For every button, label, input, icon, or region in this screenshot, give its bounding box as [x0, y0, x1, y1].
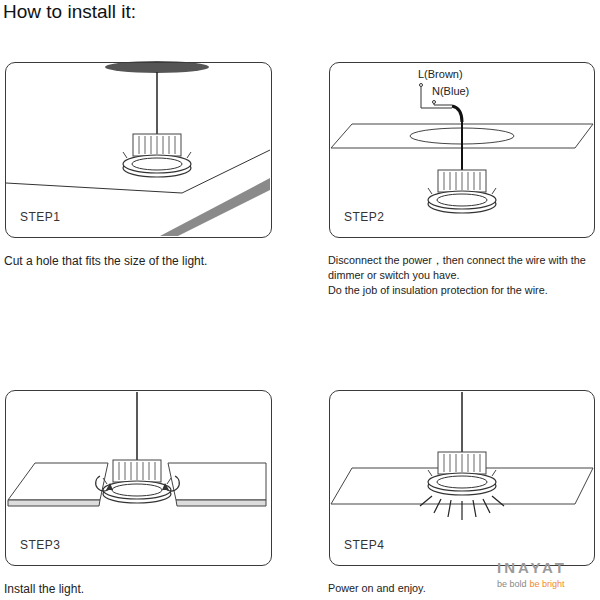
caption-block: Cut a hole that fits the size of the lig… [4, 253, 278, 270]
wire-label: L(Brown) [418, 68, 463, 80]
logo-text: INAYAT [497, 559, 567, 576]
step-panel: STEP3Install the light. [5, 390, 272, 566]
step-caption: Disconnect the power，then connect the wi… [328, 253, 600, 283]
wire-label: N(Blue) [432, 85, 469, 97]
step-number: STEP4 [344, 538, 385, 552]
step-panel: STEP4Power on and enjoy. [329, 390, 595, 566]
step-number: STEP1 [20, 210, 61, 224]
step-caption: Do the job of insulation protection for … [328, 283, 600, 298]
title: How to install it: [3, 1, 136, 23]
step-caption: Install the light. [4, 581, 278, 598]
logo-slogan: be bright [530, 579, 565, 589]
logo-slogan: be bold [497, 579, 527, 589]
step-panel: STEP1Cut a hole that fits the size of th… [5, 62, 272, 238]
step-number: STEP2 [344, 210, 385, 224]
step-number: STEP3 [20, 538, 61, 552]
caption-block: Install the light. [4, 581, 278, 598]
caption-block: Disconnect the power，then connect the wi… [328, 253, 600, 297]
step-caption: Cut a hole that fits the size of the lig… [4, 253, 278, 270]
